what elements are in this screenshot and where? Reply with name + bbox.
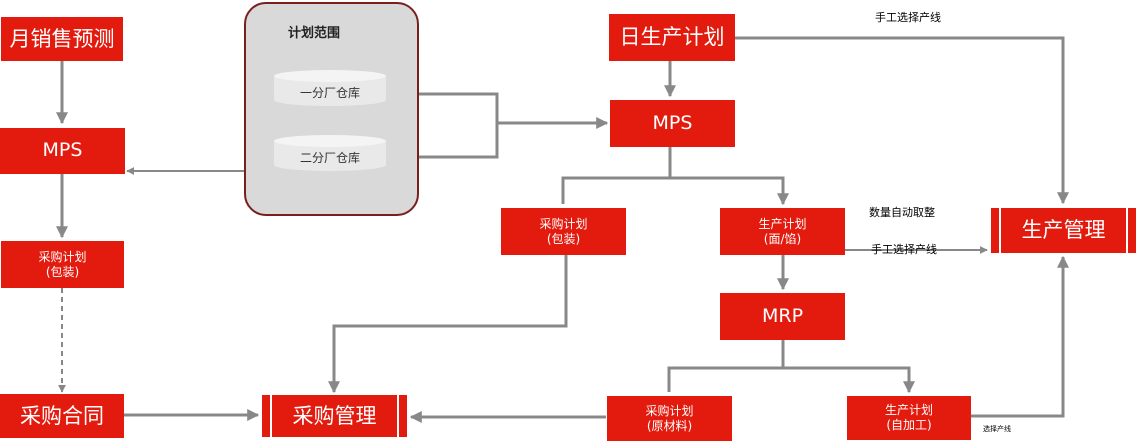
production-plan-noodle-node[interactable]: 生产计划 (面/馅) bbox=[720, 208, 845, 255]
mrp-node[interactable]: MRP bbox=[720, 293, 845, 340]
purchase-plan-pack-left-line2: (包装) bbox=[45, 264, 80, 279]
purchase-mgmt-node[interactable]: 采购管理 bbox=[262, 395, 407, 437]
daily-plan-label: 日生产计划 bbox=[619, 25, 725, 50]
production-plan-self-line2: (自加工) bbox=[886, 418, 932, 432]
purchase-plan-pack-line2: (包装) bbox=[546, 231, 581, 246]
arrow-warehouse1-link bbox=[386, 92, 499, 123]
daily-plan-node[interactable]: 日生产计划 bbox=[609, 14, 735, 61]
purchase-contract-label: 采购合同 bbox=[20, 403, 104, 428]
mrp-label: MRP bbox=[761, 304, 804, 327]
purchase-plan-pack-line1: 采购计划 bbox=[539, 216, 588, 231]
monthly-forecast-node[interactable]: 月销售预测 bbox=[1, 17, 123, 61]
monthly-forecast-label: 月销售预测 bbox=[9, 26, 115, 51]
arrow-purchase-plan-to-purchase-mgmt bbox=[328, 255, 568, 394]
mps-center-node[interactable]: MPS bbox=[610, 100, 735, 147]
mps-left-label: MPS bbox=[42, 139, 83, 162]
warehouse-1-label: 一分厂仓库 bbox=[299, 86, 360, 100]
planning-scope-panel: 计划范围 一分厂仓库 二分厂仓库 bbox=[244, 2, 419, 216]
purchase-mgmt-label: 采购管理 bbox=[292, 403, 377, 428]
warehouse-1-cylinder[interactable]: 一分厂仓库 bbox=[274, 70, 386, 112]
manual-line-small-label: 选择产线 bbox=[983, 425, 1011, 433]
manual-line-mid-label: 手工选择产线 bbox=[871, 243, 937, 256]
purchase-contract-node[interactable]: 采购合同 bbox=[0, 394, 124, 438]
purchase-plan-raw-line1: 采购计划 bbox=[645, 403, 694, 418]
warehouse-2-cylinder[interactable]: 二分厂仓库 bbox=[274, 135, 386, 177]
purchase-plan-raw-node[interactable]: 采购计划 (原材料) bbox=[607, 396, 732, 441]
purchase-plan-pack-node[interactable]: 采购计划 (包装) bbox=[501, 208, 626, 255]
mps-center-label: MPS bbox=[652, 111, 693, 134]
arrow-self-to-production-mgmt bbox=[971, 255, 1069, 418]
manual-line-top-label: 手工选择产线 bbox=[875, 11, 941, 24]
production-plan-noodle-line2: (面/馅) bbox=[763, 231, 802, 246]
purchase-plan-raw-line2: (原材料) bbox=[646, 418, 693, 433]
arrow-mrp-split bbox=[667, 340, 909, 392]
production-plan-noodle-line1: 生产计划 bbox=[758, 216, 807, 231]
production-mgmt-node[interactable]: 生产管理 bbox=[991, 208, 1136, 253]
production-plan-self-line1: 生产计划 bbox=[884, 403, 933, 417]
planning-scope-title: 计划范围 bbox=[288, 26, 341, 41]
purchase-plan-pack-left-line1: 采购计划 bbox=[38, 249, 87, 264]
arrow-warehouse2-link bbox=[386, 123, 499, 159]
production-mgmt-label: 生产管理 bbox=[1021, 218, 1106, 243]
warehouse-2-label: 二分厂仓库 bbox=[299, 151, 360, 165]
mps-left-node[interactable]: MPS bbox=[0, 128, 125, 174]
production-plan-self-node[interactable]: 生产计划 (自加工) bbox=[847, 396, 971, 440]
purchase-plan-pack-left-node[interactable]: 采购计划 (包装) bbox=[1, 241, 124, 288]
arrow-mps-split bbox=[561, 147, 783, 204]
arrow-daily-plan-to-production-mgmt bbox=[735, 36, 1069, 205]
auto-quantity-label: 数量自动取整 bbox=[869, 206, 935, 219]
